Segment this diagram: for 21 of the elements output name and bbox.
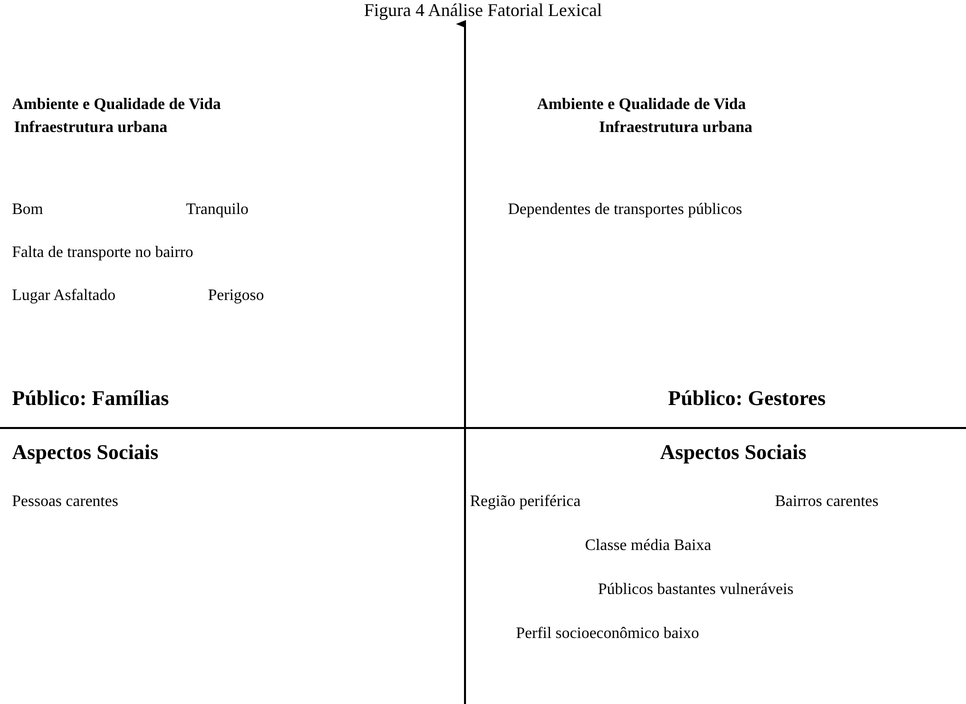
quadrant-heading: Ambiente e Qualidade de Vida (537, 96, 746, 114)
audience-label: Público: Gestores (668, 386, 826, 410)
word-label: Perigoso (208, 287, 264, 306)
quadrant-heading: Infraestrutura urbana (599, 119, 752, 138)
figure-title: Figura 4 Análise Fatorial Lexical (363, 0, 603, 21)
word-label: Tranquilo (186, 201, 249, 220)
word-label: Dependentes de transportes públicos (508, 201, 742, 220)
word-label: Falta de transporte no bairro (12, 244, 194, 262)
word-label: Bom (12, 201, 44, 220)
quadrant-heading: Ambiente e Qualidade de Vida (12, 96, 221, 114)
word-label: Região periférica (470, 493, 581, 512)
word-label: Lugar Asfaltado (12, 287, 116, 306)
word-label: Públicos bastantes vulneráveis (598, 581, 794, 600)
word-label: Classe média Baixa (585, 537, 712, 556)
word-label: Pessoas carentes (12, 493, 118, 512)
word-label: Bairros carentes (775, 493, 879, 512)
quadrant-heading: Aspectos Sociais (660, 440, 806, 464)
quadrant-heading: Aspectos Sociais (12, 440, 158, 464)
word-label: Perfil socioeconômico baixo (516, 625, 700, 644)
audience-label: Público: Famílias (12, 386, 169, 410)
quadrant-heading: Infraestrutura urbana (14, 119, 168, 138)
